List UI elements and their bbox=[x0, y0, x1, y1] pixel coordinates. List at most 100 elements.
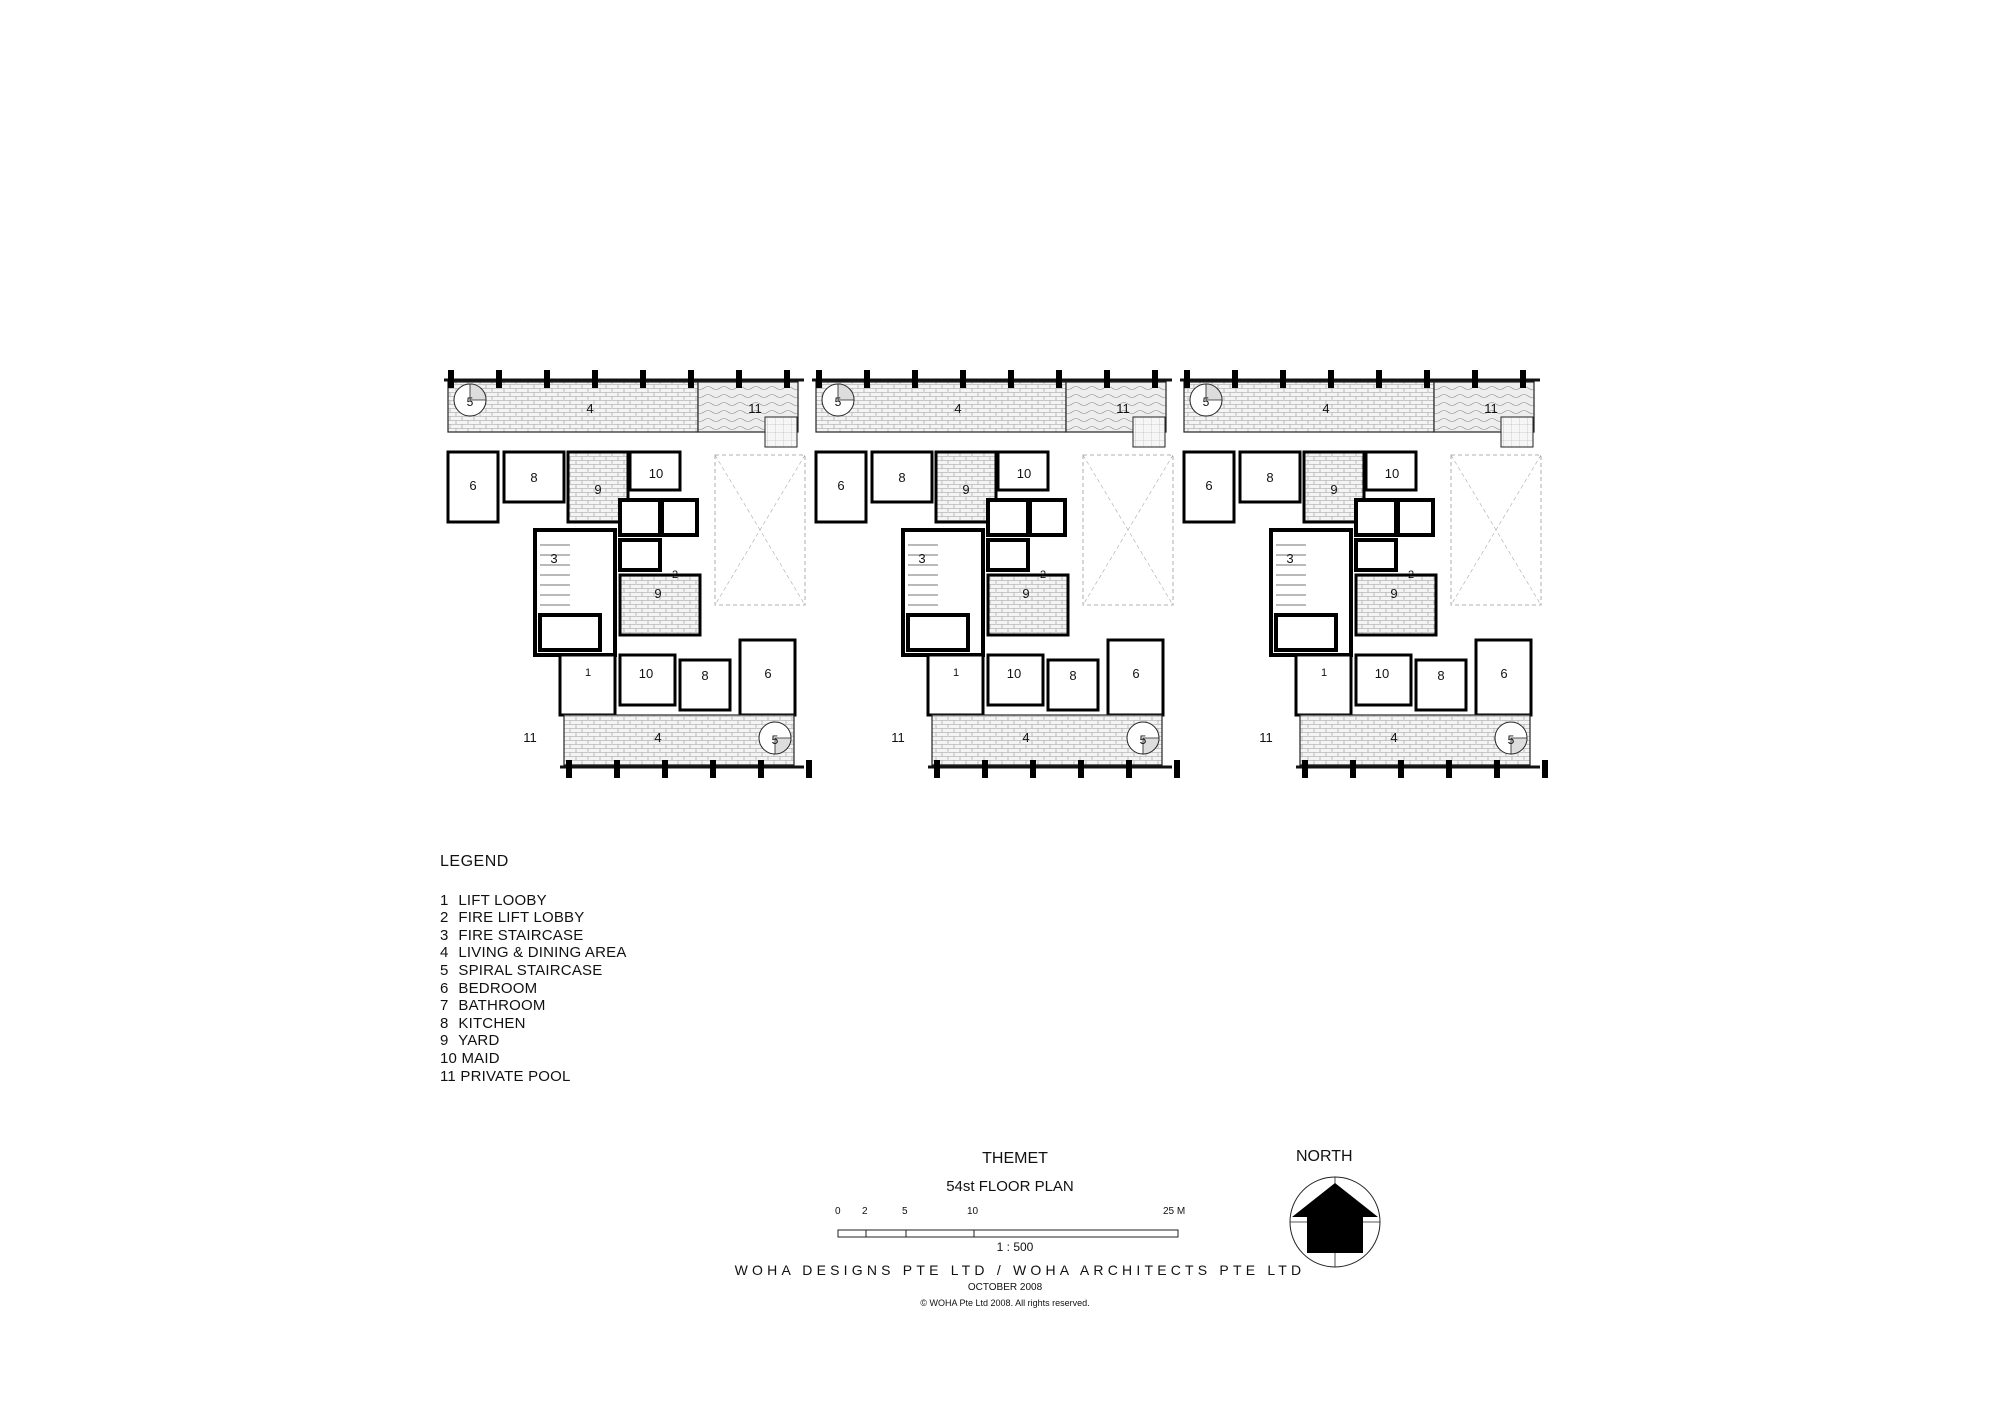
column bbox=[566, 760, 572, 778]
yard-lower bbox=[986, 573, 1070, 637]
legend-item: 1 LIFT LOOBY bbox=[440, 892, 627, 910]
legend-item-number: 9 bbox=[440, 1032, 449, 1050]
legend-item-label: LIFT LOOBY bbox=[458, 891, 547, 909]
column bbox=[614, 760, 620, 778]
living-area-bottom bbox=[931, 714, 1163, 766]
column bbox=[1008, 370, 1014, 388]
room-number-label: 4 bbox=[1322, 401, 1329, 416]
room-number-label: 8 bbox=[1069, 668, 1076, 683]
legend-item: 2 FIRE LIFT LOBBY bbox=[440, 909, 627, 927]
column bbox=[592, 370, 598, 388]
column bbox=[688, 370, 694, 388]
void-diagonal bbox=[1082, 454, 1174, 606]
lift-shaft-lower bbox=[906, 613, 970, 652]
lift-shaft bbox=[1396, 498, 1435, 537]
legend-item-label: BATHROOM bbox=[458, 997, 546, 1015]
legend-item-label: BEDROOM bbox=[458, 979, 538, 997]
lift-shaft bbox=[986, 498, 1030, 537]
room-number-label: 3 bbox=[918, 551, 925, 566]
room-number-label: 11 bbox=[1484, 401, 1498, 416]
legend-item: 10 MAID bbox=[440, 1050, 627, 1068]
room-number-label: 9 bbox=[1390, 586, 1397, 601]
bedroom bbox=[814, 450, 868, 524]
legend-item: 6 BEDROOM bbox=[440, 980, 627, 998]
room-number-label: 6 bbox=[1132, 666, 1139, 681]
column bbox=[640, 370, 646, 388]
column bbox=[1056, 370, 1062, 388]
kitchen bbox=[870, 450, 934, 504]
legend-item-number: 3 bbox=[440, 926, 449, 944]
room-number-label: 5 bbox=[1203, 395, 1210, 409]
bathroom bbox=[558, 653, 617, 717]
void-outline bbox=[714, 454, 806, 606]
legend-item-label: YARD bbox=[458, 1032, 500, 1050]
column bbox=[1494, 760, 1500, 778]
room-number-label: 1 bbox=[585, 667, 591, 679]
room-number-label: 10 bbox=[1375, 666, 1389, 681]
fire-lift-shaft bbox=[1354, 538, 1398, 572]
room-number-label: 11 bbox=[891, 730, 905, 745]
lift-shaft bbox=[1028, 498, 1067, 537]
room-number-label: 6 bbox=[1205, 478, 1212, 493]
legend-title: LEGEND bbox=[440, 853, 509, 870]
room-number-label: 10 bbox=[649, 466, 663, 481]
column bbox=[496, 370, 502, 388]
room-number-label: 6 bbox=[764, 666, 771, 681]
spiral-stair-tread bbox=[1205, 383, 1223, 401]
room-number-label: 11 bbox=[523, 730, 537, 745]
scale-bar bbox=[837, 1229, 1179, 1238]
column bbox=[1078, 760, 1084, 778]
bedroom-lower bbox=[1474, 638, 1533, 717]
lift-shaft-lower bbox=[1274, 613, 1338, 652]
room-number-label: 10 bbox=[1007, 666, 1021, 681]
legend-item: 3 FIRE STAIRCASE bbox=[440, 927, 627, 945]
legend-item-number: 6 bbox=[440, 979, 449, 997]
room-number-label: 2 bbox=[672, 569, 678, 581]
column bbox=[1152, 370, 1158, 388]
room-number-label: 8 bbox=[530, 470, 537, 485]
legend-item: 7 BATHROOM bbox=[440, 997, 627, 1015]
column bbox=[1472, 370, 1478, 388]
legend-item-label: PRIVATE POOL bbox=[460, 1067, 571, 1085]
column bbox=[758, 760, 764, 778]
legend-item-number: 11 bbox=[440, 1067, 456, 1085]
column bbox=[816, 370, 822, 388]
room-number-label: 8 bbox=[701, 668, 708, 683]
legend-item-label: MAID bbox=[461, 1049, 500, 1067]
room-number-label: 11 bbox=[748, 401, 762, 416]
spiral-stair-tread bbox=[1510, 737, 1528, 755]
living-area-top bbox=[447, 381, 699, 433]
yard-lower bbox=[1354, 573, 1438, 637]
column bbox=[934, 760, 940, 778]
legend-item: 9 YARD bbox=[440, 1032, 627, 1050]
living-area-top bbox=[1183, 381, 1435, 433]
column bbox=[1280, 370, 1286, 388]
room-number-label: 3 bbox=[550, 551, 557, 566]
room-number-label: 10 bbox=[1017, 466, 1031, 481]
room-number-label: 5 bbox=[1140, 733, 1147, 747]
room-number-label: 9 bbox=[1330, 482, 1337, 497]
room-number-label: 9 bbox=[594, 482, 601, 497]
room-number-label: 4 bbox=[654, 730, 661, 745]
room-number-label: 6 bbox=[837, 478, 844, 493]
yard-lower bbox=[618, 573, 702, 637]
kitchen bbox=[1238, 450, 1302, 504]
legend-item: 4 LIVING & DINING AREA bbox=[440, 944, 627, 962]
room-number-label: 3 bbox=[1286, 551, 1293, 566]
maid-room bbox=[1364, 450, 1418, 492]
room-number-label: 1 bbox=[953, 667, 959, 679]
column bbox=[1126, 760, 1132, 778]
room-number-label: 8 bbox=[898, 470, 905, 485]
column bbox=[960, 370, 966, 388]
room-number-label: 2 bbox=[1408, 569, 1414, 581]
room-number-label: 9 bbox=[1022, 586, 1029, 601]
column bbox=[806, 760, 812, 778]
bedroom bbox=[1182, 450, 1236, 524]
legend-item: 11 PRIVATE POOL bbox=[440, 1068, 627, 1086]
room-number-label: 4 bbox=[1022, 730, 1029, 745]
bathroom bbox=[1294, 653, 1353, 717]
kitchen bbox=[502, 450, 566, 504]
room-number-label: 4 bbox=[586, 401, 593, 416]
room-number-label: 5 bbox=[1508, 733, 1515, 747]
fire-lift-shaft bbox=[986, 538, 1030, 572]
